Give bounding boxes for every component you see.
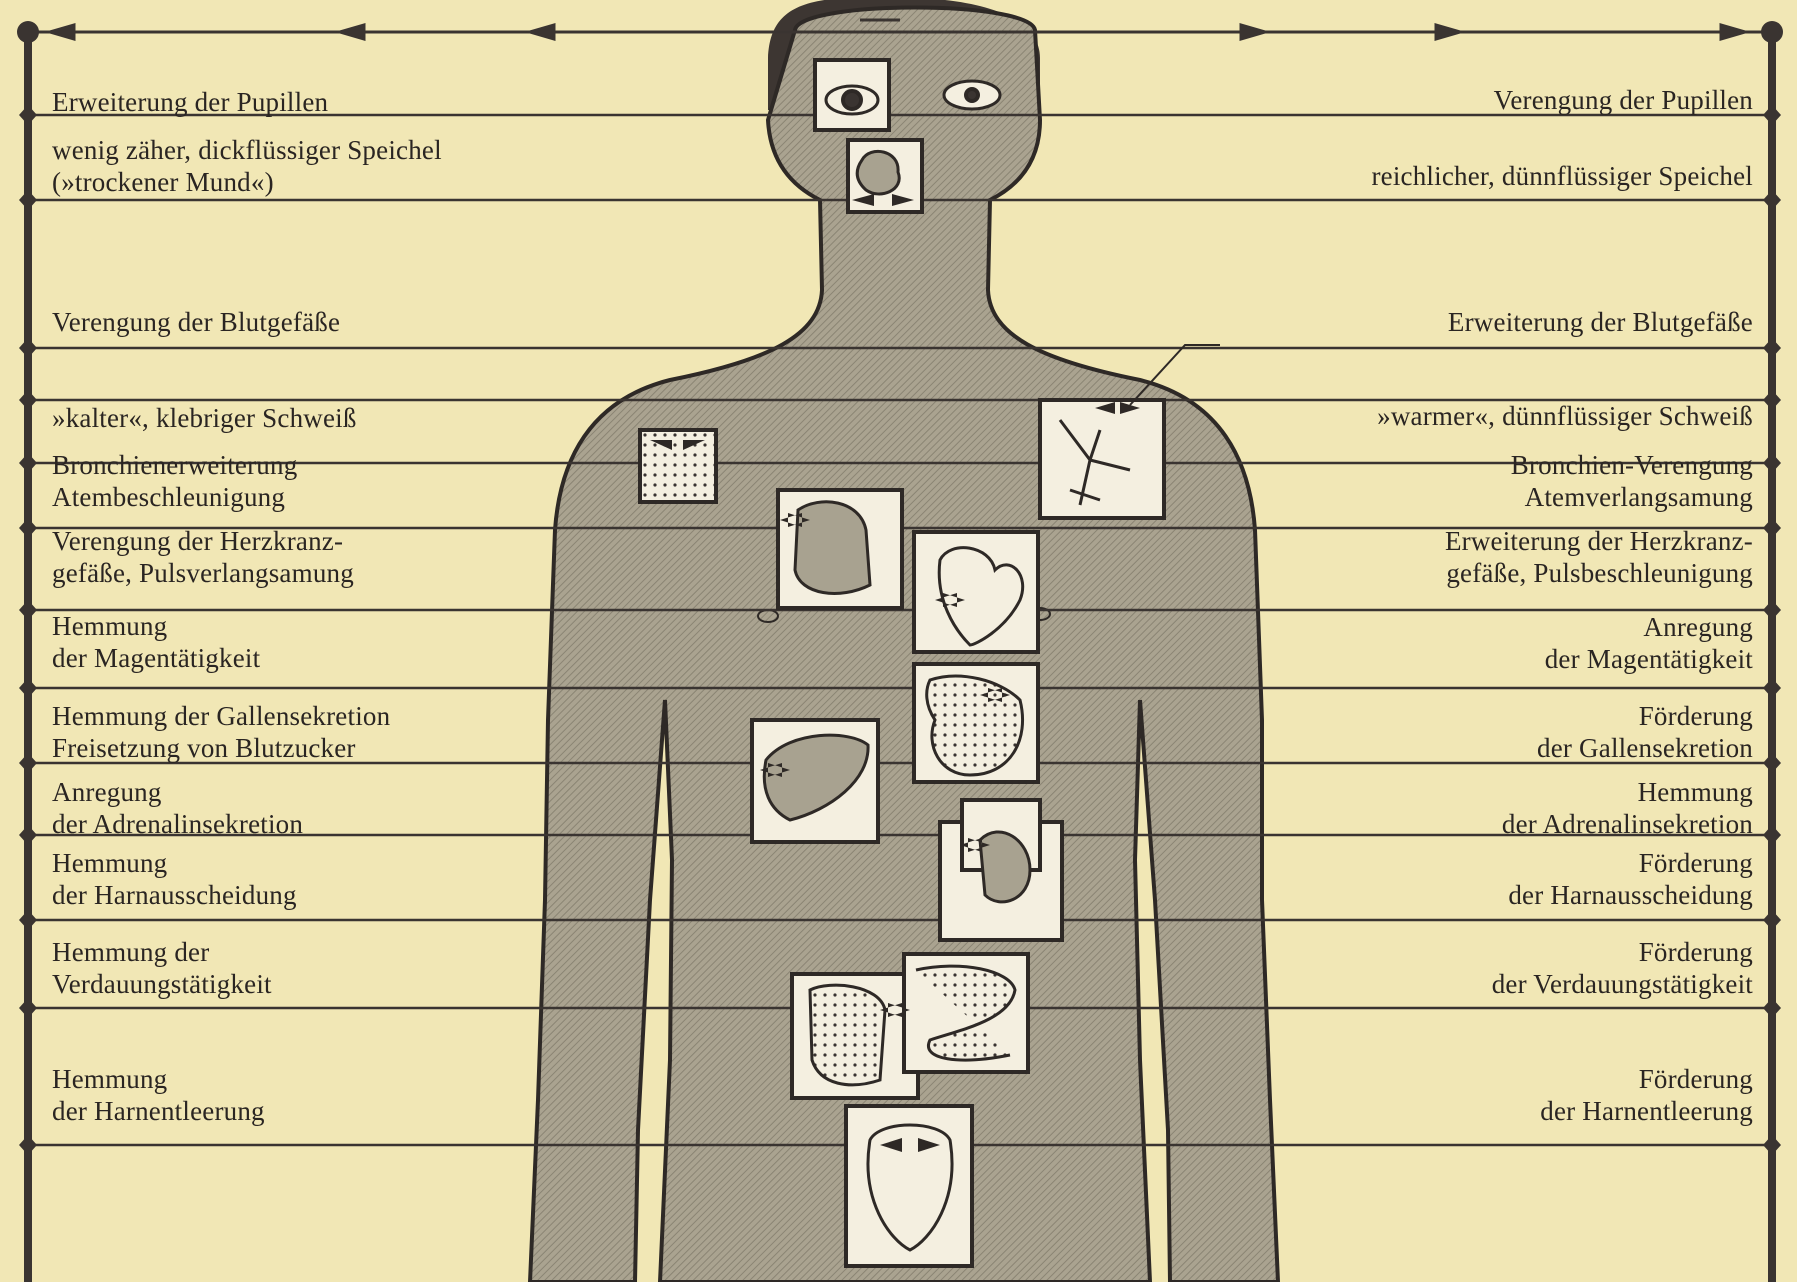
- bladder-icon: [846, 1106, 972, 1266]
- heart-icon: [914, 532, 1038, 652]
- separator-diamond: [1763, 390, 1781, 410]
- separator-diamond: [19, 453, 37, 473]
- separator-diamond: [1763, 105, 1781, 125]
- right-label: Verengung der Pupillen: [1494, 84, 1753, 116]
- right-label: Förderung der Gallensekretion: [1537, 700, 1753, 764]
- separator-diamond: [19, 998, 37, 1018]
- right-label: Förderung der Verdauungstätigkeit: [1492, 936, 1753, 1000]
- separator-diamond: [19, 910, 37, 930]
- right-label: Erweiterung der Herzkranz- gefäße, Pulsb…: [1445, 525, 1753, 589]
- separator-diamond: [1763, 998, 1781, 1018]
- right-label: Erweiterung der Blutgefäße: [1448, 306, 1753, 338]
- separator-diamond: [19, 190, 37, 210]
- right-label: reichlicher, dünnflüssiger Speichel: [1371, 160, 1753, 192]
- left-label: Anregung der Adrenalinsekretion: [52, 776, 303, 840]
- left-label: wenig zäher, dickflüssiger Speichel (»tr…: [52, 134, 442, 198]
- separator-diamond: [19, 753, 37, 773]
- right-label: Förderung der Harnentleerung: [1540, 1063, 1753, 1127]
- stomach-icon: [914, 664, 1038, 782]
- separator-diamond: [19, 825, 37, 845]
- right-label: Bronchien-Verengung Atemverlangsamung: [1511, 449, 1753, 513]
- separator-diamond: [19, 390, 37, 410]
- separator-diamond: [1763, 910, 1781, 930]
- separator-diamond: [1763, 678, 1781, 698]
- small-intestine-icon: [880, 954, 1028, 1072]
- separator-diamond: [1763, 190, 1781, 210]
- bronchi-icon: [1040, 400, 1164, 518]
- separator-diamond: [1763, 1135, 1781, 1155]
- separator-diamond: [19, 105, 37, 125]
- lung-icon: [778, 490, 902, 608]
- left-label: Hemmung der Verdauungstätigkeit: [52, 936, 272, 1000]
- left-label: Verengung der Blutgefäße: [52, 306, 340, 338]
- left-label: Hemmung der Magentätigkeit: [52, 610, 260, 674]
- separator-diamond: [19, 518, 37, 538]
- separator-diamond: [19, 600, 37, 620]
- right-label: »warmer«, dünnflüssiger Schweiß: [1377, 400, 1753, 432]
- skin-pore-icon: [640, 430, 716, 502]
- separator-diamond: [19, 1135, 37, 1155]
- left-label: Verengung der Herzkranz- gefäße, Pulsver…: [52, 525, 354, 589]
- separator-diamond: [1763, 518, 1781, 538]
- separator-diamond: [1763, 825, 1781, 845]
- separator-diamond: [19, 338, 37, 358]
- salivary-gland-icon: [848, 140, 922, 212]
- left-label: Erweiterung der Pupillen: [52, 86, 328, 118]
- separator-diamond: [19, 678, 37, 698]
- separator-diamond: [1763, 338, 1781, 358]
- separator-diamond: [1763, 600, 1781, 620]
- left-label: Bronchienerweiterung Atembeschleunigung: [52, 449, 297, 513]
- right-label: Hemmung der Adrenalinsekretion: [1502, 776, 1753, 840]
- liver-icon: [752, 720, 878, 842]
- left-label: Hemmung der Harnentleerung: [52, 1063, 265, 1127]
- left-label: »kalter«, klebriger Schweiß: [52, 402, 357, 434]
- kidney-icon: [940, 800, 1062, 940]
- left-label: Hemmung der Gallensekretion Freisetzung …: [52, 700, 390, 764]
- separator-diamond: [1763, 453, 1781, 473]
- colon-icon: [792, 974, 918, 1098]
- right-label: Förderung der Harnausscheidung: [1508, 847, 1753, 911]
- separator-diamond: [1763, 753, 1781, 773]
- left-label: Hemmung der Harnausscheidung: [52, 847, 297, 911]
- right-label: Anregung der Magentätigkeit: [1545, 611, 1753, 675]
